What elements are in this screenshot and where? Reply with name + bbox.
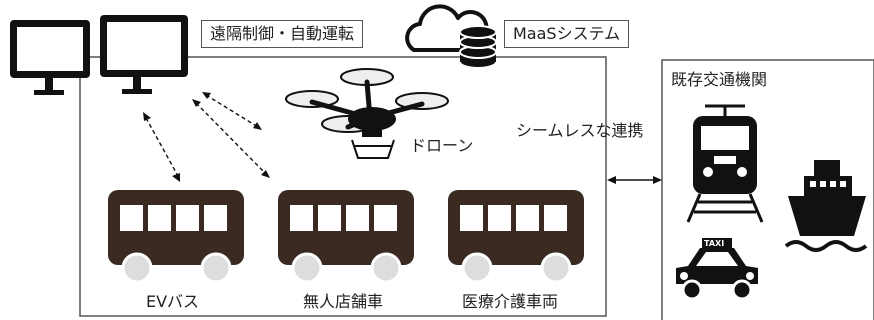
seamless-link-label: シームレスな連携	[516, 121, 644, 140]
existing-transport-label: 既存交通機関	[671, 70, 768, 89]
cloud-database-icon	[405, 4, 497, 69]
drone-label: ドローン	[410, 136, 474, 155]
remote-control-label: 遠隔制御・自動運転	[201, 20, 364, 48]
communication-links	[145, 94, 267, 177]
vehicle-icon	[278, 190, 414, 284]
ship-icon	[784, 160, 868, 252]
vehicle-icon	[108, 190, 244, 284]
seamless-link-arrow	[607, 176, 662, 184]
maas-system-label: MaaSシステム	[504, 20, 630, 48]
vehicle-icon	[448, 190, 584, 284]
link-arrowheads	[143, 92, 270, 182]
existing-transport-box	[661, 59, 874, 320]
service-area-box	[79, 56, 607, 317]
train-icon	[686, 104, 764, 223]
taxi-icon	[676, 238, 758, 301]
vehicle-label-ev-bus: EVバス	[146, 292, 200, 311]
monitor-icon	[10, 20, 90, 95]
taxi-sign-text: TAXI	[704, 239, 725, 248]
vehicle-label-medical-care: 医療介護車両	[462, 292, 559, 311]
monitor-icon-2	[100, 15, 188, 94]
vehicle-label-unmanned-store: 無人店舗車	[303, 292, 384, 311]
drone-icon	[285, 68, 449, 159]
